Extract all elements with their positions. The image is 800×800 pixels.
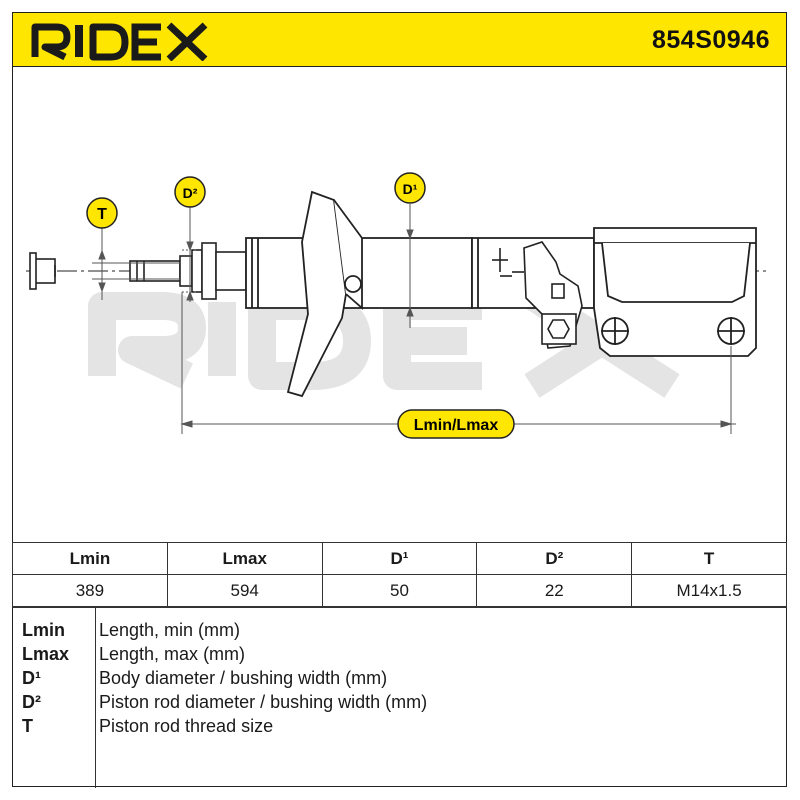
badge-D1: D¹ <box>394 172 426 204</box>
legend-item: D¹ Body diameter / bushing width (mm) <box>12 668 787 692</box>
legend-item: T Piston rod thread size <box>12 716 787 740</box>
legend-item: Lmin Length, min (mm) <box>12 620 787 644</box>
spec-value-lmin: 389 <box>12 574 168 607</box>
nut <box>29 252 56 290</box>
ridex-logo <box>31 22 208 61</box>
piston-rod <box>129 242 247 300</box>
legend-text: Piston rod thread size <box>99 716 274 736</box>
technical-drawing: T D² D¹ Lmin/Lmax <box>26 172 770 439</box>
mounting-bracket <box>593 227 757 357</box>
badge-length: Lmin/Lmax <box>397 409 515 439</box>
legend-key: Lmin <box>22 620 65 640</box>
svg-text:T: T <box>97 206 107 223</box>
spec-header-d1: D¹ <box>321 542 478 575</box>
hose-bracket <box>492 241 583 349</box>
spec-value-d1: 50 <box>321 574 478 607</box>
svg-text:D¹: D¹ <box>403 181 418 197</box>
legend-text: Length, max (mm) <box>99 644 246 664</box>
spec-value-row: 389 594 50 22 M14x1.5 <box>12 574 787 607</box>
legend-text: Piston rod diameter / bushing width (mm) <box>99 692 428 712</box>
legend-text: Length, min (mm) <box>99 620 241 640</box>
dim-D1 <box>406 204 414 328</box>
spec-header-lmax: Lmax <box>166 542 323 575</box>
badge-D2: D² <box>174 176 206 208</box>
part-number: 854S0946 <box>651 26 770 54</box>
dim-D2 <box>182 204 198 302</box>
legend-key: D² <box>22 692 41 712</box>
spec-value-t: M14x1.5 <box>631 574 787 607</box>
spec-header-lmin: Lmin <box>12 542 168 575</box>
legend-key: T <box>22 716 33 736</box>
spring-seat <box>286 190 363 398</box>
legend-key: Lmax <box>22 644 70 664</box>
spec-value-lmax: 594 <box>166 574 323 607</box>
legend-text: Body diameter / bushing width (mm) <box>99 668 388 688</box>
legend: Lmin Length, min (mm) Lmax Length, max (… <box>12 607 787 788</box>
spec-table: Lmin Lmax D¹ D² T 389 594 50 22 M14x1.5 <box>12 542 787 607</box>
legend-item: D² Piston rod diameter / bushing width (… <box>12 692 787 716</box>
legend-key: D¹ <box>22 668 41 688</box>
spec-header-d2: D² <box>476 542 633 575</box>
legend-separator <box>95 608 96 788</box>
legend-item: Lmax Length, max (mm) <box>12 644 787 668</box>
ridex-watermark <box>88 284 680 398</box>
svg-text:D²: D² <box>183 185 198 201</box>
spec-value-d2: 22 <box>476 574 633 607</box>
badge-T: T <box>86 197 118 229</box>
spec-header-row: Lmin Lmax D¹ D² T <box>12 542 787 575</box>
spec-header-t: T <box>631 542 787 575</box>
svg-text:Lmin/Lmax: Lmin/Lmax <box>414 417 499 434</box>
dim-T <box>92 226 180 300</box>
header-bar: 854S0946 <box>12 12 787 67</box>
